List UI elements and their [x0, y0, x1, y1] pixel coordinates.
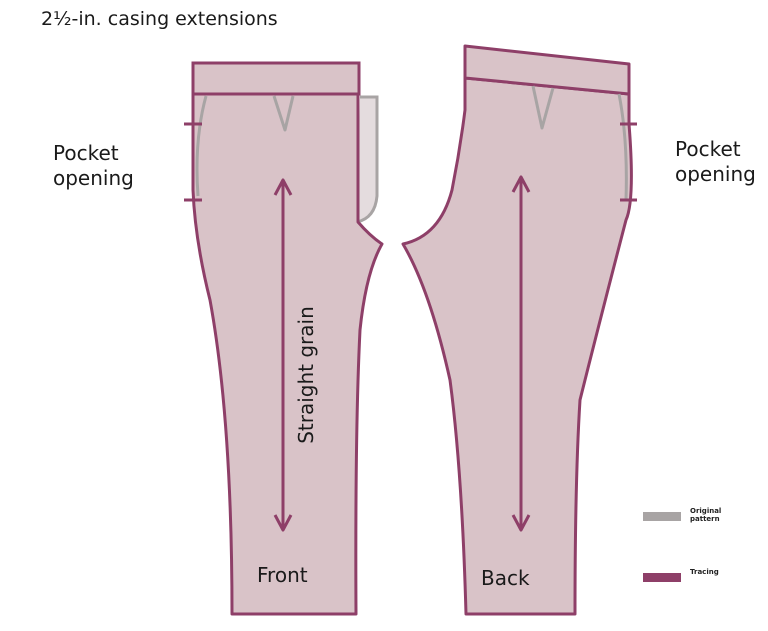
back-leg-shape	[401, 76, 633, 616]
front-grain-arrow	[273, 178, 293, 532]
back-label: Back	[481, 566, 530, 590]
pocket-left-line2: opening	[53, 166, 134, 190]
front-pocket-curve	[195, 95, 208, 197]
page-title: 2½-in. casing extensions	[41, 8, 278, 30]
legend-swatch-original	[643, 512, 681, 521]
back-pocket-curve	[617, 93, 628, 201]
legend	[643, 512, 681, 582]
front-casing-extension	[191, 61, 361, 96]
pocket-right-line1: Pocket	[675, 137, 741, 161]
pocket-opening-label-left: Pocket opening	[53, 141, 134, 191]
front-leg-shape	[191, 92, 384, 616]
front-original-outline	[356, 95, 379, 224]
pocket-left-line1: Pocket	[53, 141, 119, 165]
front-dart	[272, 95, 295, 132]
pocket-opening-label-right: Pocket opening	[675, 137, 756, 187]
back-casing-extension	[463, 44, 631, 96]
legend-label-original: Original pattern	[690, 507, 722, 523]
back-dart	[531, 85, 555, 130]
legend-label-tracing: Tracing	[690, 568, 719, 576]
front-label: Front	[257, 563, 308, 587]
pocket-right-line2: opening	[675, 162, 756, 186]
back-piece	[401, 44, 637, 616]
front-piece	[184, 61, 384, 616]
straight-grain-label: Straight grain	[294, 306, 318, 444]
legend-swatch-tracing	[643, 573, 681, 582]
back-grain-arrow	[511, 175, 531, 532]
